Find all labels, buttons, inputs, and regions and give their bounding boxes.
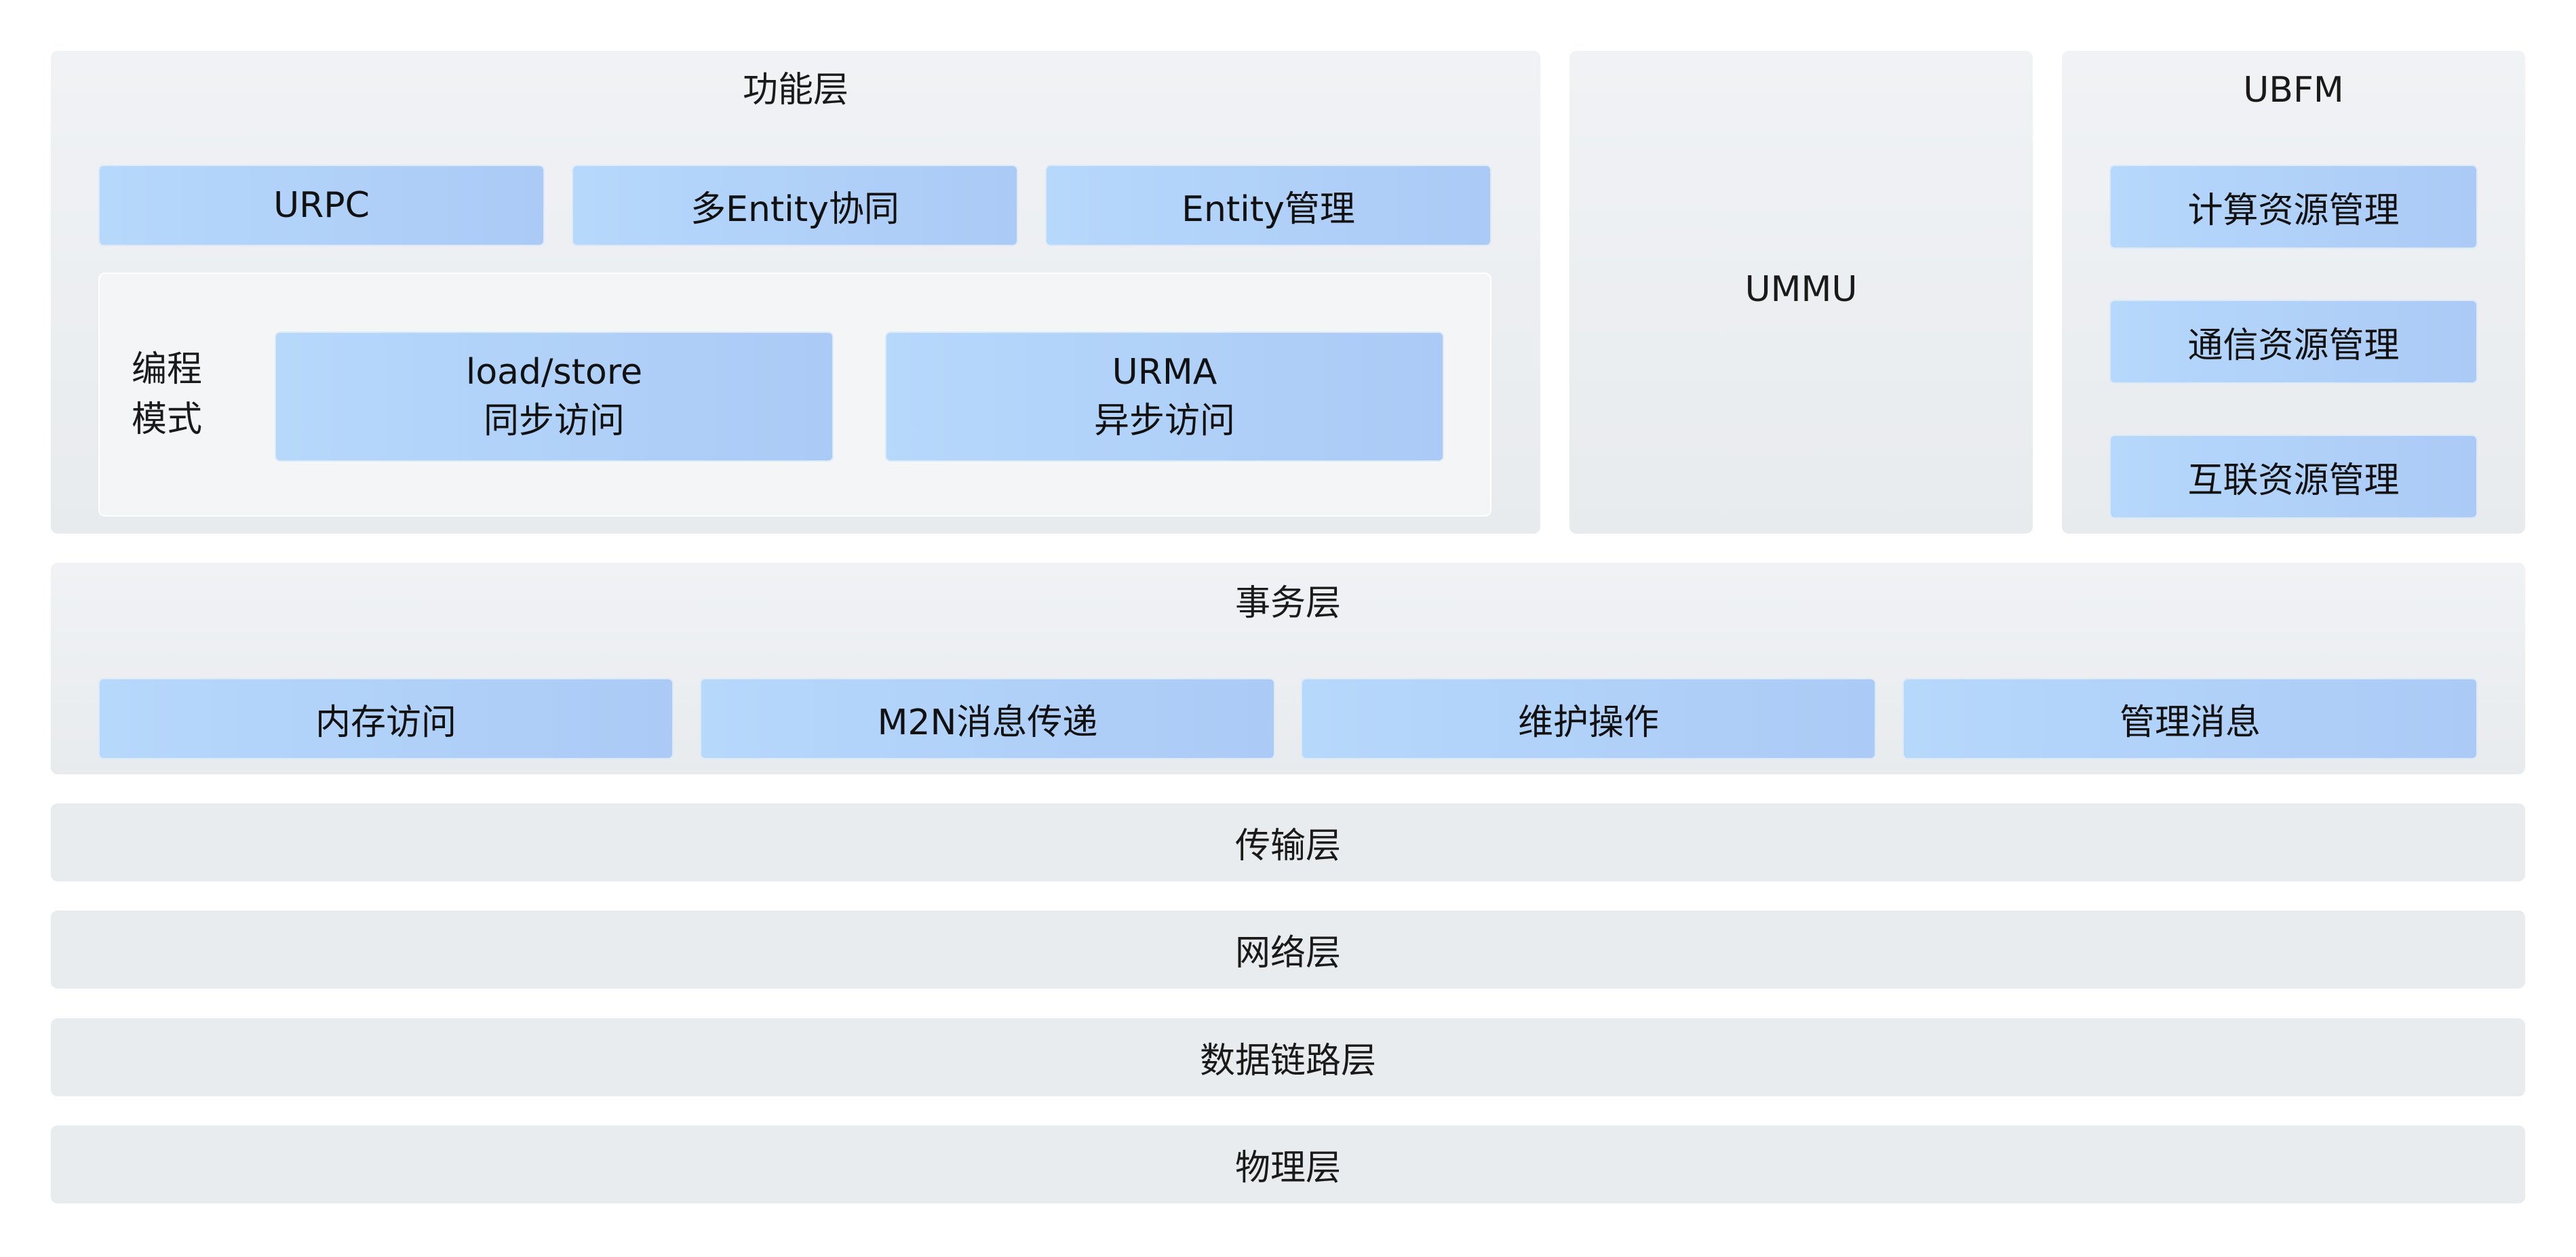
ummu-panel: UMMU — [1569, 51, 2033, 534]
transaction-layer-panel: 事务层 内存访问 M2N消息传递 维护操作 管理消息 — [51, 563, 2525, 774]
urma-chip: URMA 异步访问 — [885, 332, 1444, 462]
network-layer: 网络层 — [51, 911, 2525, 989]
maintenance-operation-chip: 维护操作 — [1301, 678, 1876, 759]
function-layer-panel: 功能层 URPC 多Entity协同 Entity管理 编程 模式 load/s… — [51, 51, 1540, 534]
ubfm-title: UBFM — [2243, 70, 2344, 111]
entity-management-chip: Entity管理 — [1045, 165, 1491, 246]
urma-line1: URMA — [1112, 352, 1217, 393]
programming-mode-panel: 编程 模式 load/store 同步访问 URMA 异步访问 — [98, 273, 1491, 517]
physical-layer: 物理层 — [51, 1125, 2525, 1203]
communication-resource-chip: 通信资源管理 — [2109, 300, 2478, 384]
management-message-chip: 管理消息 — [1902, 678, 2478, 759]
transaction-layer-title: 事务层 — [1234, 583, 1341, 624]
ubfm-panel: UBFM 计算资源管理 通信资源管理 互联资源管理 — [2062, 51, 2525, 534]
interconnect-resource-chip: 互联资源管理 — [2109, 435, 2478, 519]
ummu-label: UMMU — [1744, 269, 1858, 310]
function-layer-title: 功能层 — [742, 70, 848, 111]
data-link-layer: 数据链路层 — [51, 1018, 2525, 1096]
compute-resource-chip: 计算资源管理 — [2109, 165, 2478, 249]
programming-mode-label: 编程 模式 — [130, 344, 204, 445]
load-store-chip: load/store 同步访问 — [275, 332, 834, 462]
multi-entity-chip: 多Entity协同 — [572, 165, 1018, 246]
memory-access-chip: 内存访问 — [98, 678, 674, 759]
m2n-messaging-chip: M2N消息传递 — [700, 678, 1275, 759]
programming-mode-label-line1: 编程 — [131, 349, 202, 390]
load-store-line1: load/store — [465, 352, 643, 393]
load-store-line2: 同步访问 — [483, 401, 625, 441]
transport-layer: 传输层 — [51, 803, 2525, 881]
urma-line2: 异步访问 — [1093, 401, 1235, 441]
programming-mode-label-line2: 模式 — [131, 399, 202, 440]
urpc-chip: URPC — [98, 165, 545, 246]
